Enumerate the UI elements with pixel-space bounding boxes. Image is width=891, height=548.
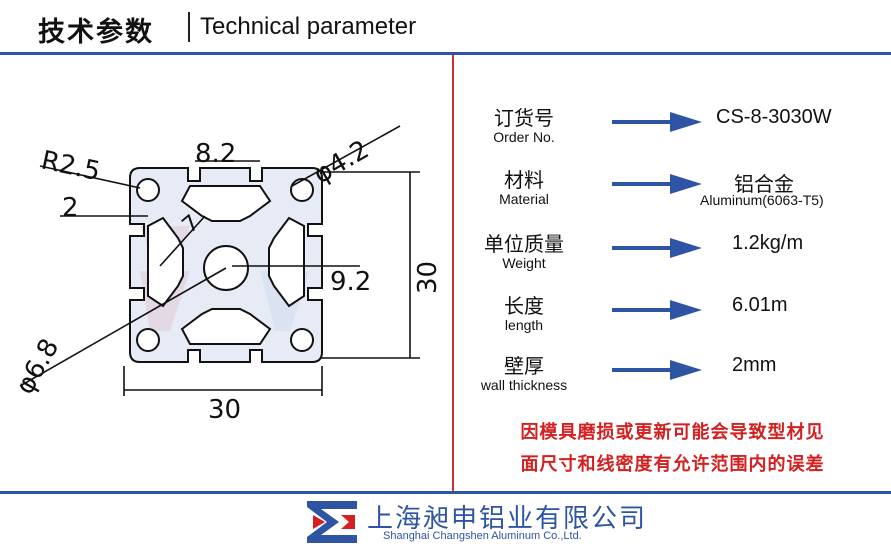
spec-value: 铝合金 <box>734 174 794 196</box>
spec-label-en: Order No. <box>493 129 555 145</box>
dim-30-horizontal: 30 <box>208 395 241 425</box>
spec-row-material: 材料 Material 铝合金 Aluminum(6063-T5) <box>454 164 891 224</box>
company-name-en: Shanghai Changshen Aluminum Co.,Ltd. <box>383 530 582 542</box>
spec-value-sub: Aluminum(6063-T5) <box>700 192 824 208</box>
title-chinese: 技术参数 <box>38 17 154 48</box>
spec-label-cn: 单位质量 <box>484 232 564 256</box>
corner-holes <box>136 178 314 352</box>
tolerance-note-line2: 面尺寸和线密度有允许范围内的误差 <box>520 454 825 475</box>
spec-label-cn: 订货号 <box>494 106 554 130</box>
spec-value: 2mm <box>732 354 777 376</box>
dim-r25: R2.5 <box>39 146 103 188</box>
dimension-lines <box>19 125 420 396</box>
vertical-divider <box>452 55 454 491</box>
dim-phi42: φ4.2 <box>309 135 375 190</box>
dim-phi68: φ6.8 <box>10 334 65 400</box>
arrow-right-icon <box>612 360 702 380</box>
spec-value: CS-8-3030W <box>716 106 832 128</box>
dim-82: 8.2 <box>195 139 236 169</box>
title-separator <box>188 12 190 42</box>
profile-slots <box>147 185 305 345</box>
spec-row-length: 长度 length 6.01m <box>454 290 891 350</box>
dim-30-vertical: 30 <box>413 261 443 294</box>
spec-label-en: Weight <box>502 255 546 271</box>
spec-label-cn: 壁厚 <box>504 354 544 378</box>
page-footer: 上海昶申铝业有限公司 Shanghai Changshen Aluminum C… <box>0 494 891 548</box>
arrow-right-icon <box>612 174 702 194</box>
page-header: 技术参数 Technical parameter <box>0 0 891 52</box>
dim-2: 2 <box>62 193 79 223</box>
spec-row-order-no: 订货号 Order No. CS-8-3030W <box>454 102 891 162</box>
arrow-right-icon <box>612 112 702 132</box>
spec-label-cn: 材料 <box>504 168 544 192</box>
spec-label-cn: 长度 <box>504 294 544 318</box>
spec-value: 1.2kg/m <box>732 232 804 254</box>
title-english: Technical parameter <box>200 13 417 40</box>
dim-92: 9.2 <box>330 267 371 297</box>
top-rule <box>0 52 891 55</box>
arrow-right-icon <box>612 300 702 320</box>
arrow-right-icon <box>612 238 702 258</box>
bottom-rule <box>0 491 891 494</box>
profile-drawing: R2.5 8.2 φ4.2 2 7 9.2 30 30 φ6.8 <box>10 125 443 425</box>
company-logo-icon <box>307 501 357 543</box>
spec-label-en: Material <box>499 191 549 207</box>
spec-row-wall-thickness: 壁厚 wall thickness 2mm <box>454 350 891 410</box>
spec-row-weight: 单位质量 Weight 1.2kg/m <box>454 228 891 288</box>
spec-value: 6.01m <box>732 294 788 316</box>
tolerance-note-line1: 因模具磨损或更新可能会导致型材见 <box>520 422 825 443</box>
spec-label-en: length <box>504 317 544 333</box>
spec-label-en: wall thickness <box>480 377 568 393</box>
company-name-cn: 上海昶申铝业有限公司 <box>367 504 648 534</box>
